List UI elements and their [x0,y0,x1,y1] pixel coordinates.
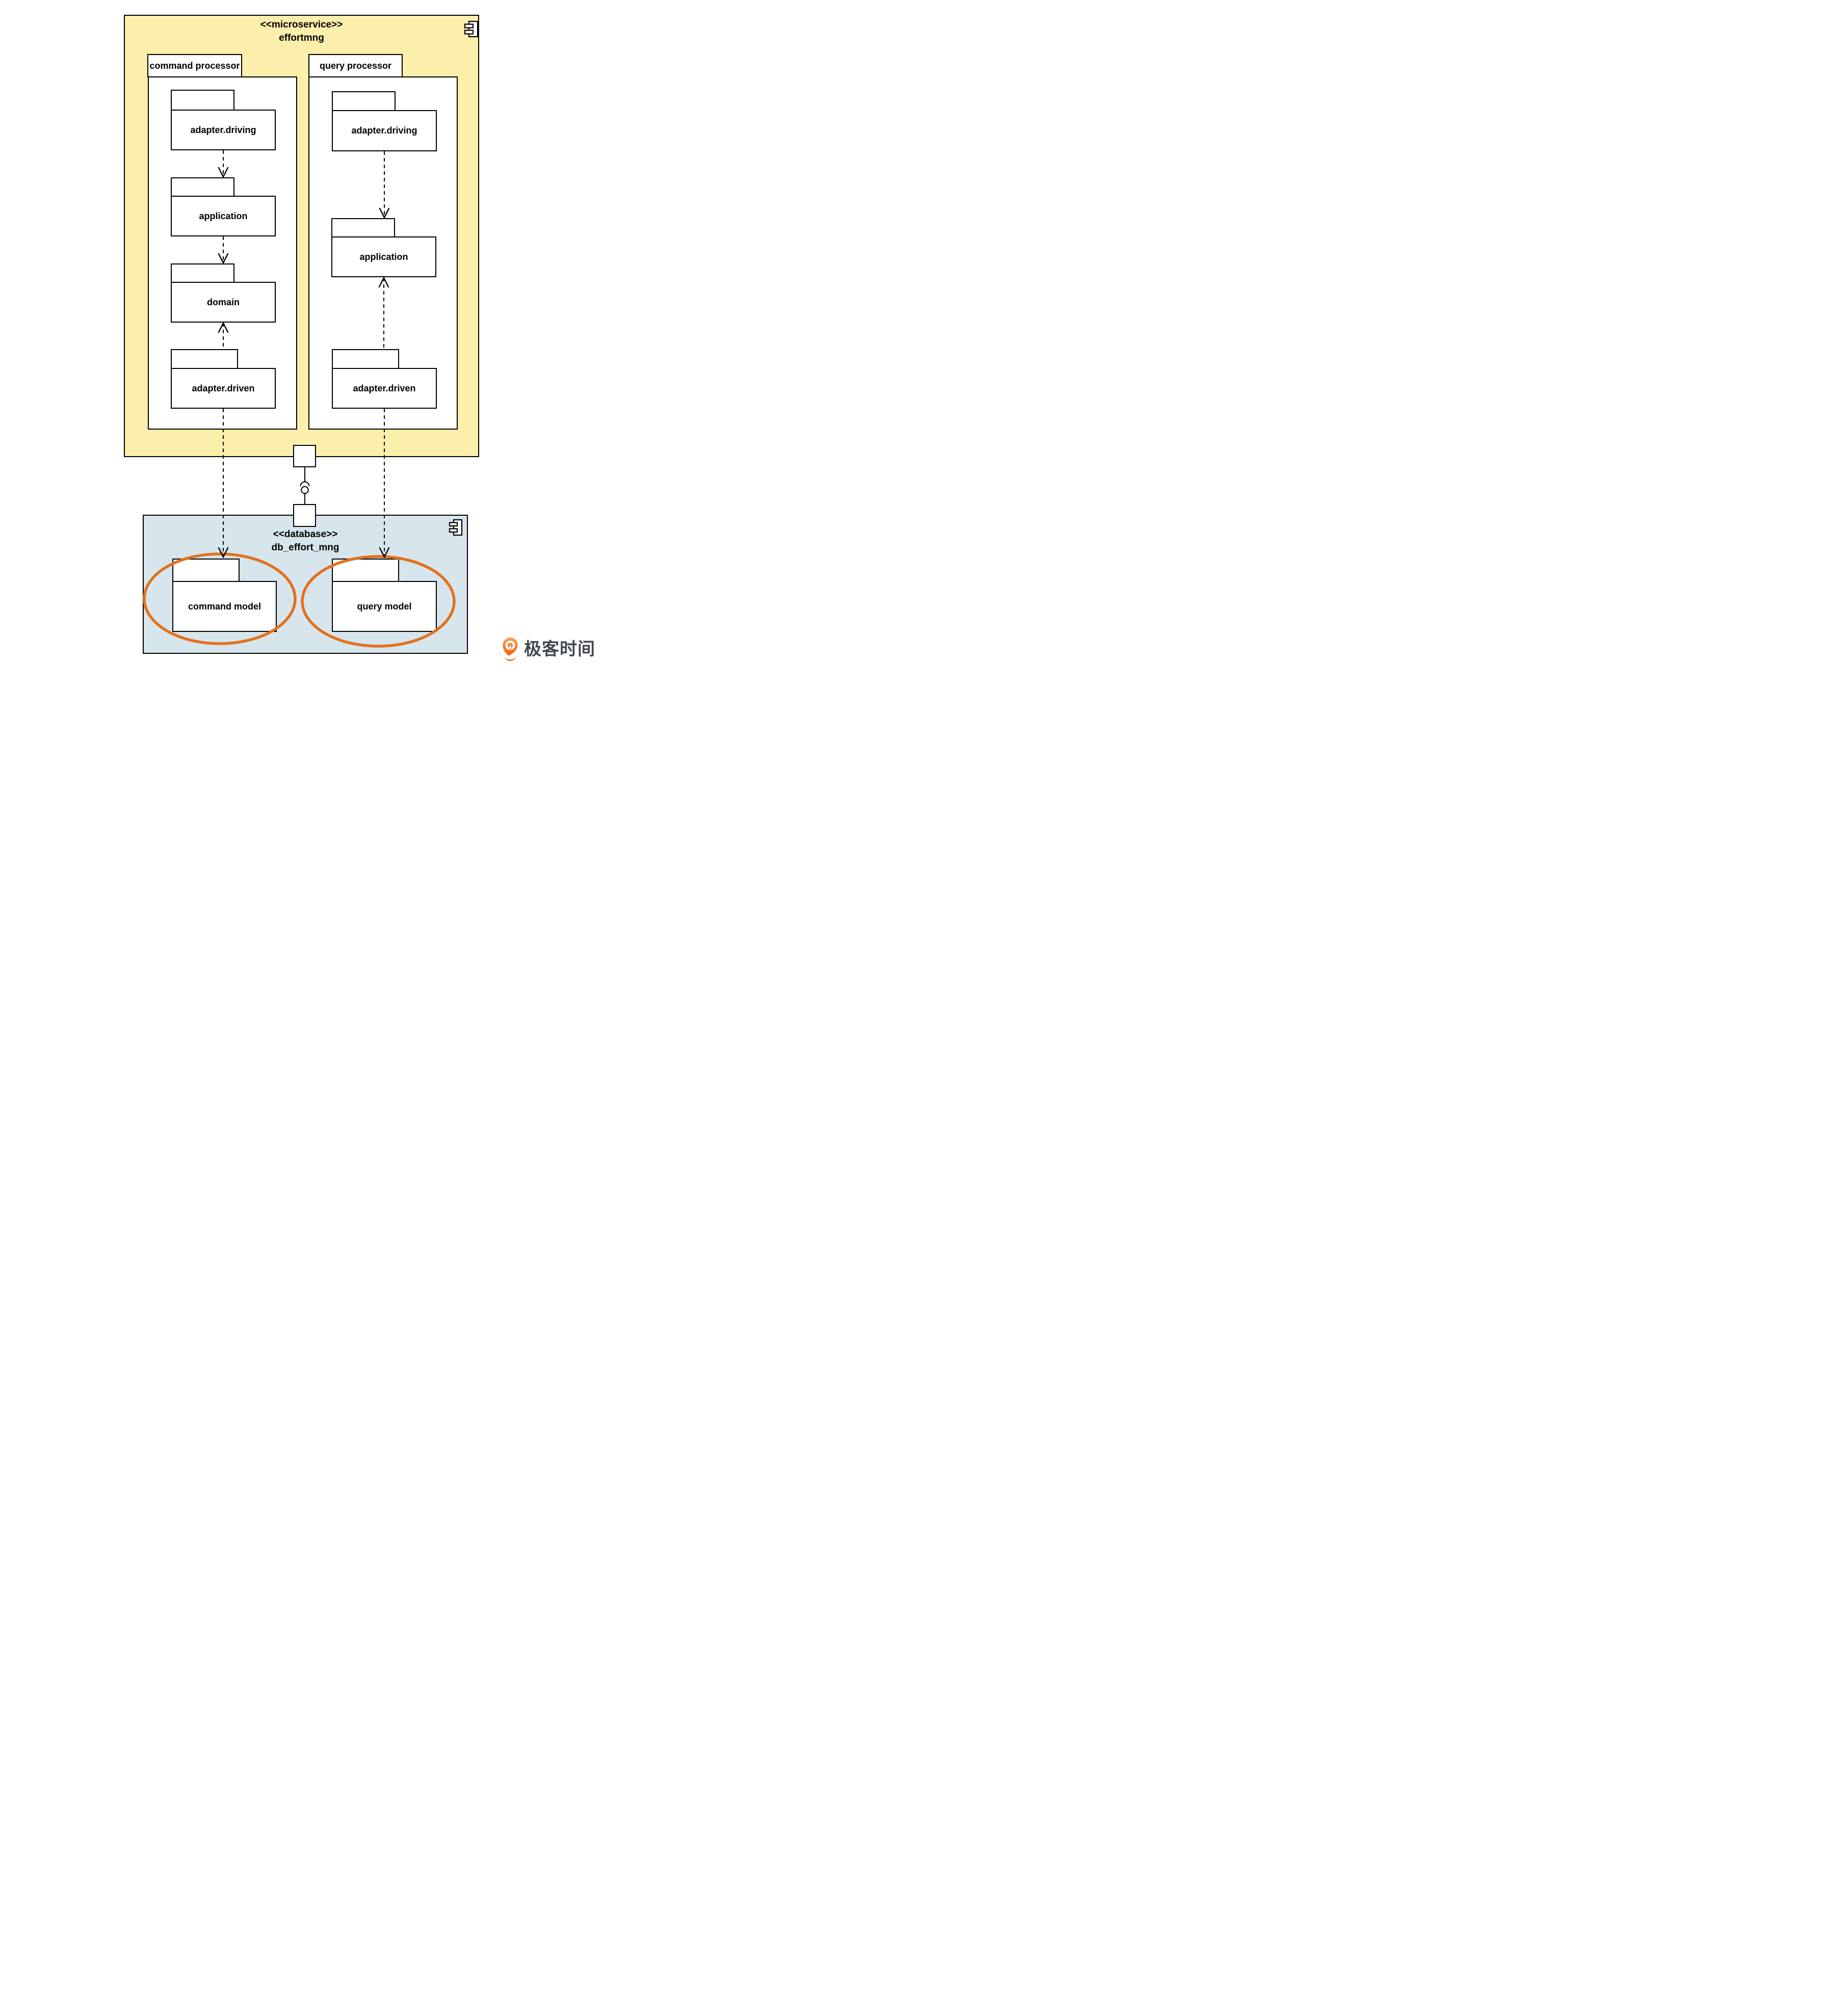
port-microservice [293,445,316,467]
microservice-stereotype: <<microservice>> [260,19,343,30]
package-query-model: query model [332,581,437,632]
package-cmd-domain: domain [171,282,276,323]
package-tab-command-model [172,559,240,581]
database-name: db_effort_mng [271,542,339,553]
package-tab-qry-application [331,218,395,236]
package-tab-cmd-adapter-driven [171,349,238,368]
query-processor-tab: query processor [308,54,403,77]
microservice-name: effortmng [279,33,324,43]
command-processor-tab: command processor [147,54,242,77]
logo-geektime: 极客时间 [501,637,595,661]
package-qry-application: application [331,236,436,277]
component-icon-microservice [464,20,479,38]
logo-text: 极客时间 [524,640,595,659]
package-qry-adapter-driven: adapter.driven [332,368,437,409]
provided-interface-ball-icon [301,486,309,494]
database-stereotype: <<database>> [273,529,338,540]
package-cmd-adapter-driving: adapter.driving [171,110,276,150]
package-tab-query-model [332,559,399,581]
query-processor-label: query processor [319,60,392,71]
geektime-logo-icon [503,638,518,661]
diagram-canvas: <<microservice>> effortmng command proce… [0,0,612,672]
package-tab-qry-adapter-driving [332,91,396,110]
package-command-model: command model [172,581,277,632]
package-tab-cmd-adapter-driving [171,90,234,110]
package-cmd-application: application [171,196,276,236]
microservice-title: <<microservice>> effortmng [124,18,479,45]
component-icon-database [449,519,463,536]
package-tab-cmd-domain [171,263,234,282]
port-database [293,504,316,527]
command-processor-label: command processor [149,60,240,71]
package-qry-adapter-driving: adapter.driving [332,110,437,151]
database-title: <<database>> db_effort_mng [143,528,468,554]
package-cmd-adapter-driven: adapter.driven [171,368,276,409]
required-interface-socket-icon [300,481,310,487]
package-tab-cmd-application [171,177,234,196]
package-tab-qry-adapter-driven [332,349,399,368]
